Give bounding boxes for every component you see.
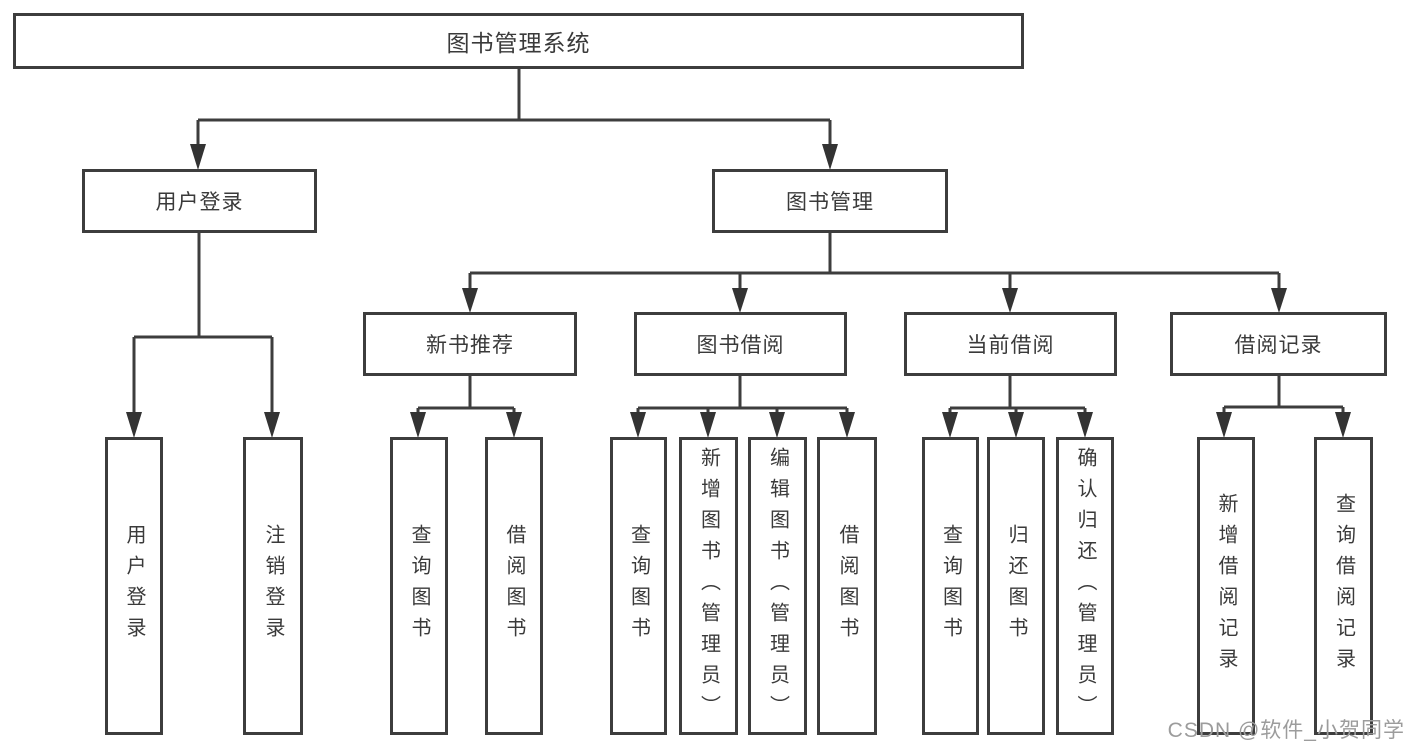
node-new-book-recommendation-label: 新书推荐 <box>426 334 514 357</box>
node-book-borrowing: 图书借阅 <box>634 312 847 376</box>
node-borrowing-records-label: 借阅记录 <box>1234 334 1323 357</box>
leaf-user-login-label: 用户登录 <box>123 524 145 648</box>
leaf-add-book-admin: 新增图书（管理员） <box>679 437 738 735</box>
leaf-return-book-label: 归还图书 <box>1005 524 1027 648</box>
leaf-return-book: 归还图书 <box>987 437 1045 735</box>
leaf-confirm-return-admin: 确认归还（管理员） <box>1056 437 1114 735</box>
node-current-borrowing-label: 当前借阅 <box>966 334 1055 357</box>
leaf-borrow-book-recommendation: 借阅图书 <box>485 437 543 735</box>
leaf-user-login: 用户登录 <box>105 437 163 735</box>
leaf-query-book-borrowing-label: 查询图书 <box>627 524 650 648</box>
node-user-login: 用户登录 <box>82 169 317 233</box>
node-book-management: 图书管理 <box>712 169 948 233</box>
node-user-login-label: 用户登录 <box>155 191 244 214</box>
leaf-query-book-current-label: 查询图书 <box>939 524 962 648</box>
leaf-borrow-book-borrowing: 借阅图书 <box>817 437 877 735</box>
leaf-add-book-admin-label: 新增图书（管理员） <box>697 446 720 726</box>
leaf-query-book-borrowing: 查询图书 <box>610 437 667 735</box>
node-new-book-recommendation: 新书推荐 <box>363 312 577 376</box>
leaf-add-borrow-record: 新增借阅记录 <box>1197 437 1255 735</box>
leaf-confirm-return-admin-label: 确认归还（管理员） <box>1074 446 1096 726</box>
leaf-query-borrow-record: 查询借阅记录 <box>1314 437 1373 735</box>
leaf-borrow-book-recommendation-label: 借阅图书 <box>503 524 525 648</box>
leaf-query-book-current: 查询图书 <box>922 437 979 735</box>
leaf-add-borrow-record-label: 新增借阅记录 <box>1215 493 1237 679</box>
leaf-logout-label: 注销登录 <box>262 524 284 648</box>
leaf-logout: 注销登录 <box>243 437 303 735</box>
leaf-query-book-recommendation-label: 查询图书 <box>408 524 430 648</box>
node-borrowing-records: 借阅记录 <box>1170 312 1387 376</box>
leaf-borrow-book-borrowing-label: 借阅图书 <box>836 524 858 648</box>
leaf-edit-book-admin: 编辑图书（管理员） <box>748 437 807 735</box>
node-library-management-system-label: 图书管理系统 <box>446 30 591 56</box>
leaf-edit-book-admin-label: 编辑图书（管理员） <box>766 446 789 726</box>
node-book-management-label: 图书管理 <box>786 191 874 214</box>
node-book-borrowing-label: 图书借阅 <box>696 334 785 357</box>
node-current-borrowing: 当前借阅 <box>904 312 1117 376</box>
leaf-query-book-recommendation: 查询图书 <box>390 437 448 735</box>
node-library-management-system: 图书管理系统 <box>13 13 1024 69</box>
watermark: CSDN @软件_小贺同学 <box>1167 719 1405 742</box>
leaf-query-borrow-record-label: 查询借阅记录 <box>1332 493 1355 679</box>
